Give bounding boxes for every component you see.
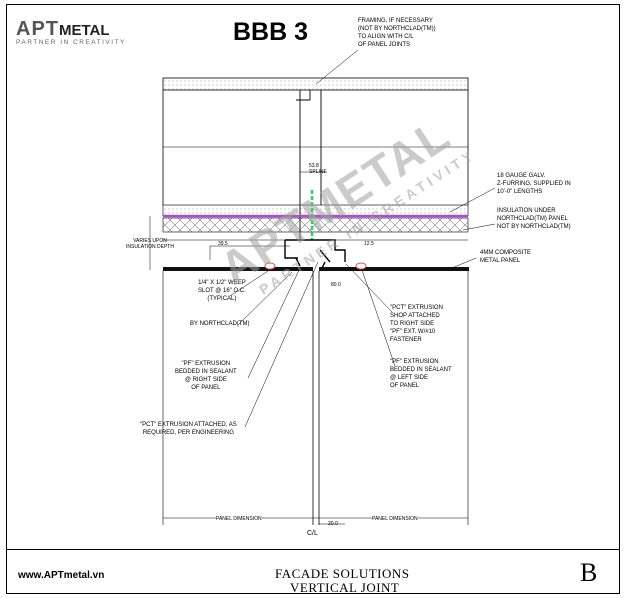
detail-title: BBB 3 — [233, 18, 309, 46]
dim-spline-value: 53.8 — [309, 163, 319, 169]
sheathing-layer — [162, 204, 469, 217]
note-pf-left: "PF" EXTRUSION BEDDED IN SEALANT @ LEFT … — [390, 359, 452, 389]
footer-website[interactable]: www.APTmetal.vn — [18, 570, 105, 581]
note-insulation: INSULATION UNDER NORTHCLAD(TM) PANEL NOT… — [497, 208, 571, 230]
leader-lines — [209, 49, 496, 428]
dim-80: 80.0 — [331, 282, 341, 288]
logo-tagline: PARTNER IN CREATIVITY — [16, 39, 126, 46]
footer-title-line1: FACADE SOLUTIONS — [275, 566, 410, 581]
note-zfurring: 18 GAUGE GALV. Z-FURRING, SUPPLIED IN 10… — [497, 173, 571, 195]
dim-39: 39.5 — [218, 241, 228, 247]
note-pct-shop: "PCT" EXTRUSION SHOP ATTACHED TO RIGHT S… — [390, 305, 443, 343]
note-framing: FRAMING, IF NECESSARY (NOT BY NORTHCLAD(… — [358, 18, 436, 48]
panel-right — [319, 267, 469, 271]
footer-divider — [6, 549, 620, 550]
note-by-northclad: BY NORTHCLAD(TM) — [190, 321, 250, 327]
note-pct-attached: "PCT" EXTRUSION ATTACHED, AS REQUIRED, P… — [140, 422, 237, 436]
sealant-right — [355, 262, 367, 270]
dim-spline-label: SPLINE — [309, 169, 327, 175]
sealant-left — [264, 262, 276, 270]
note-pf-right: "PF" EXTRUSION BEDDED IN SEALANT @ RIGHT… — [175, 361, 237, 391]
framing-strip — [162, 77, 469, 91]
note-composite: 4MM COMPOSITE METAL PANEL — [480, 250, 532, 264]
logo-metal: METAL — [59, 22, 110, 39]
centerline-label: C/L — [307, 530, 318, 537]
note-weep: 1/4" x 1/2" WEEP SLOT @ 16" O.C. (TYPICA… — [198, 280, 246, 302]
dim-gap: 20.0 — [328, 521, 338, 527]
panel-left — [163, 267, 313, 271]
framing-stud — [296, 90, 322, 240]
note-varies: VARIES UPON INSULATION DEPTH — [126, 238, 174, 250]
extrusion-assembly — [284, 239, 346, 269]
logo-apt: APT — [16, 18, 59, 40]
company-logo: APTMETAL PARTNER IN CREATIVITY — [16, 18, 126, 46]
footer-sheet-letter: B — [580, 558, 598, 587]
insulation-layer — [162, 217, 469, 233]
dim-12: 12.5 — [364, 241, 374, 247]
drawing-sheet — [6, 4, 620, 594]
dim-panel-right: PANEL DIMENSION — [372, 515, 418, 523]
dim-panel-left: PANEL DIMENSION — [216, 515, 262, 523]
footer-title-line2: VERTICAL JOINT — [290, 580, 400, 595]
